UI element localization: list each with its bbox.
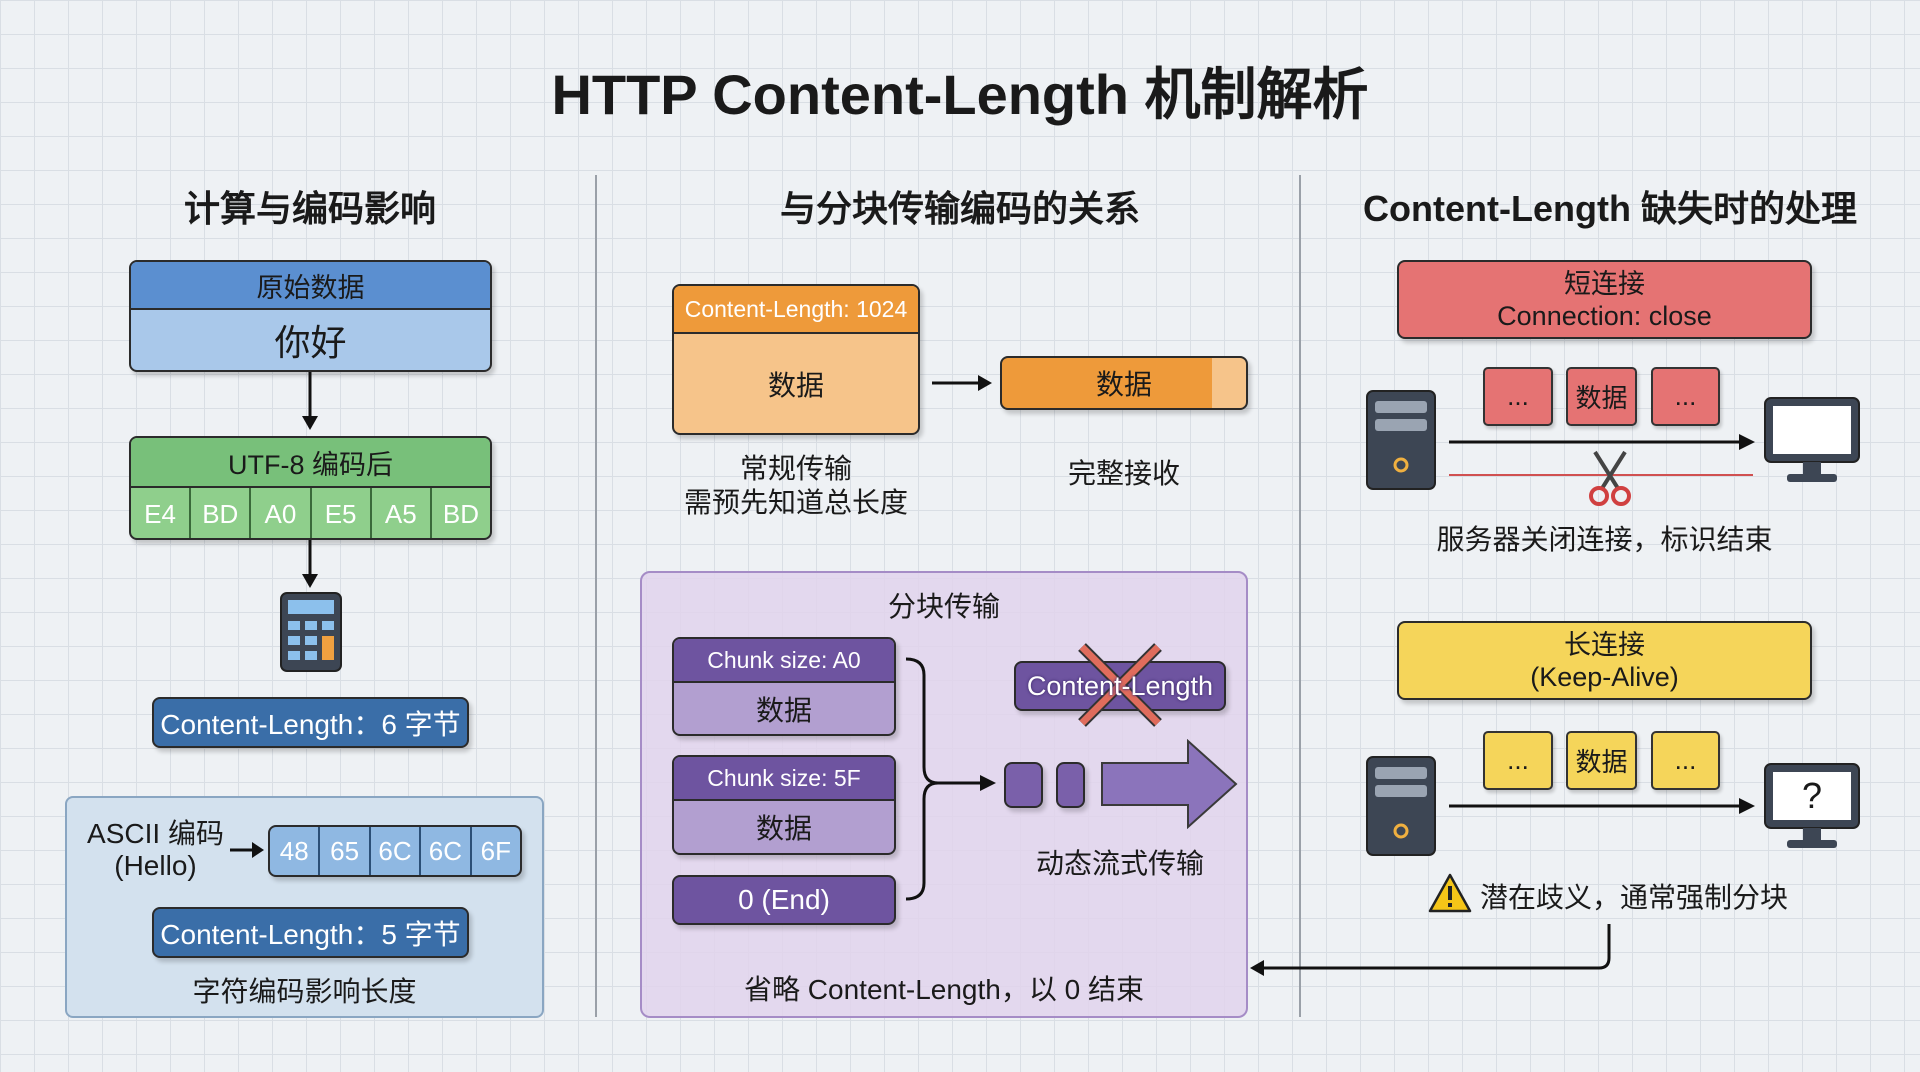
monitor-icon: ? <box>1763 762 1863 852</box>
short-caption: 服务器关闭连接，标识结束 <box>1436 524 1773 555</box>
utf8-bytes: E4 BD A0 E5 A5 BD <box>131 488 490 538</box>
back-arrow-icon <box>1250 924 1611 976</box>
normal-transfer-box: Content-Length: 1024 数据 <box>672 284 920 435</box>
short-connection-sub: Connection: close <box>1497 300 1712 331</box>
chunked-caption: 省略 Content-Length，以 0 结束 <box>744 974 1144 1005</box>
arrow-right-icon <box>230 842 264 858</box>
raw-data-value: 你好 <box>274 322 347 363</box>
ascii-bytes: 48 65 6C 6C 6F <box>268 825 522 877</box>
ascii-word: (Hello) <box>114 850 197 881</box>
crossed-content-length: Content-Length <box>1026 670 1214 701</box>
column-divider <box>1299 175 1301 1017</box>
stream-arrow-icon <box>1101 739 1238 829</box>
chunked-title: 分块传输 <box>887 591 1000 622</box>
byte-cell: 6C <box>371 827 422 875</box>
packet: 数据 <box>1566 731 1637 790</box>
received-data-bar: 数据 <box>1000 356 1248 410</box>
scissors-icon <box>1589 450 1631 506</box>
arrow-down-icon <box>302 372 318 430</box>
server-icon <box>1366 390 1436 490</box>
keep-alive-title: 长连接 <box>1564 629 1645 660</box>
normal-caption-line: 常规传输 <box>739 453 852 484</box>
warning-caption: 潜在歧义，通常强制分块 <box>1480 882 1789 913</box>
arrow-right-icon <box>1449 798 1755 814</box>
stream-block <box>1004 762 1043 808</box>
byte-cell: A5 <box>372 488 432 538</box>
byte-cell: E4 <box>131 488 192 538</box>
left-heading: 计算与编码影响 <box>183 188 436 229</box>
keep-alive-box: 长连接 (Keep-Alive) <box>1397 621 1812 700</box>
utf8-label: UTF-8 编码后 <box>131 438 490 488</box>
packet: ... <box>1651 731 1720 790</box>
byte-cell: 48 <box>270 827 321 875</box>
normal-caption-line: 需预先知道总长度 <box>683 487 908 518</box>
monitor-icon <box>1764 397 1860 482</box>
byte-cell: BD <box>191 488 252 538</box>
arrow-right-icon <box>1449 434 1755 450</box>
chunk-size: Chunk size: A0 <box>674 639 894 683</box>
content-length-header: Content-Length: 1024 <box>674 286 918 334</box>
utf8-box: UTF-8 编码后 E4 BD A0 E5 A5 BD <box>129 436 492 540</box>
page-title: HTTP Content-Length 机制解析 <box>551 63 1369 126</box>
left-caption: 字符编码影响长度 <box>192 976 417 1007</box>
ascii-content-length: Content-Length：5 字节 <box>152 907 469 958</box>
packet: ... <box>1483 367 1553 426</box>
chunk-box: Chunk size: A0 数据 <box>672 637 896 736</box>
cross-icon <box>1078 643 1162 727</box>
column-divider <box>595 175 597 1017</box>
received-caption: 完整接收 <box>1067 458 1180 489</box>
byte-cell: BD <box>442 498 479 529</box>
chunk-size: Chunk size: 5F <box>674 757 894 801</box>
arrow-down-icon <box>302 540 318 588</box>
chunk-box: Chunk size: 5F 数据 <box>672 755 896 855</box>
arrow-right-icon <box>932 375 992 391</box>
middle-heading: 与分块传输编码的关系 <box>779 188 1140 229</box>
right-heading: Content-Length 缺失时的处理 <box>1363 188 1857 229</box>
packet: ... <box>1483 731 1553 790</box>
bracket-arrow-icon <box>905 657 996 901</box>
stream-caption: 动态流式传输 <box>1035 848 1204 879</box>
byte-cell: 6C <box>421 827 472 875</box>
end-chunk: 0 (End) <box>672 875 896 925</box>
keep-alive-sub: (Keep-Alive) <box>1530 661 1679 692</box>
packet: ... <box>1651 367 1720 426</box>
byte-cell: 6F <box>480 835 511 866</box>
question-mark: ? <box>1801 775 1823 816</box>
packet: 数据 <box>1566 367 1637 426</box>
server-icon <box>1366 756 1436 856</box>
ascii-label-group: ASCII 编码 (Hello) <box>78 818 233 882</box>
byte-cell: E5 <box>312 488 372 538</box>
connection-line <box>1449 474 1753 476</box>
calculator-icon <box>280 592 342 672</box>
byte-cell: 65 <box>320 827 371 875</box>
data-label: 数据 <box>767 369 824 401</box>
chunk-data: 数据 <box>755 813 812 844</box>
warning-icon <box>1428 873 1472 913</box>
stream-block <box>1056 762 1085 808</box>
byte-cell: A0 <box>251 488 312 538</box>
raw-data-label: 原始数据 <box>131 262 490 310</box>
utf8-content-length: Content-Length：6 字节 <box>152 697 469 748</box>
chunk-data: 数据 <box>755 694 812 726</box>
ascii-label: ASCII 编码 <box>87 818 224 849</box>
normal-caption: 常规传输 需预先知道总长度 <box>672 452 920 520</box>
short-connection-title: 短连接 <box>1564 268 1645 299</box>
short-connection-box: 短连接 Connection: close <box>1397 260 1812 339</box>
raw-data-box: 原始数据 你好 <box>129 260 492 372</box>
